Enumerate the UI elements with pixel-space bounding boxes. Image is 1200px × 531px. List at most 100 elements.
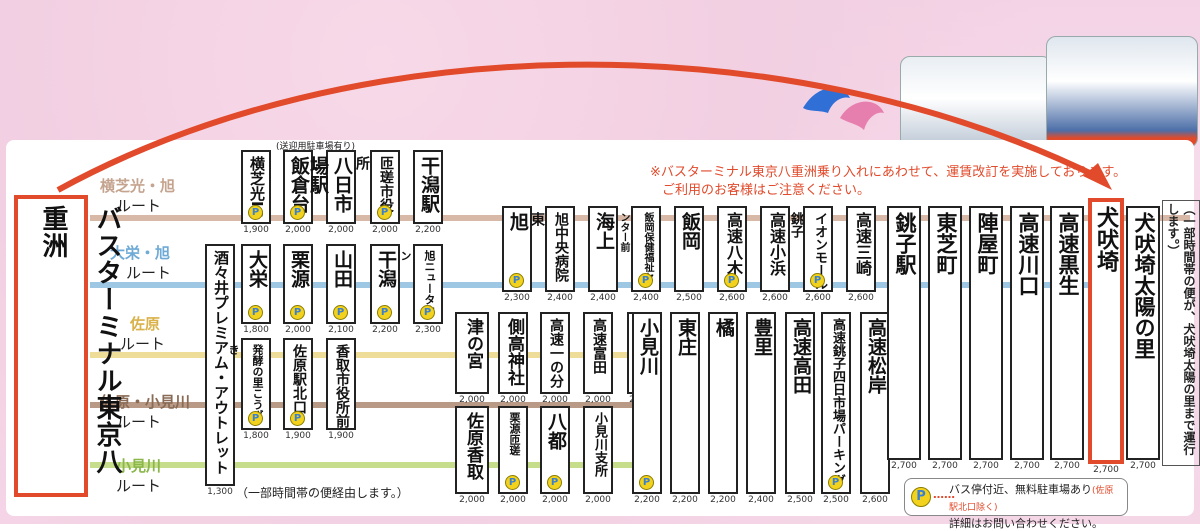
stop-yokaichiba-st[interactable]: 八日市場駅 — [307, 150, 356, 224]
stop-name: 飯倉台 — [288, 156, 310, 213]
stop-iioka[interactable]: 飯岡 — [674, 206, 704, 292]
stop-name: 八日市場駅 — [307, 156, 353, 213]
stop-higashisho[interactable]: 東庄 — [670, 312, 700, 494]
stop-kosoku-tomita[interactable]: 高速富田 — [583, 312, 613, 394]
stop-kosoku-misaki[interactable]: 高速三崎 — [846, 206, 876, 292]
stop-fare: 2,100 — [328, 325, 354, 335]
stop-fare: 2,000 — [585, 495, 611, 505]
stop-fare: 2,500 — [823, 495, 849, 505]
stop-name: 香取市役所前 — [334, 344, 350, 428]
partial-route-note: （一部時間帯の便経由します。） — [236, 486, 409, 500]
route-line-sawara — [90, 352, 650, 358]
stop-fare: 2,300 — [415, 325, 441, 335]
stop-name: 横芝光IC — [248, 156, 266, 218]
stop-inubosaki[interactable]: 犬吠埼 — [1088, 198, 1124, 464]
stop-fare: 2,700 — [932, 461, 958, 471]
stop-fare: 2,600 — [719, 293, 745, 303]
stop-omigawa[interactable]: 小見川 P — [632, 312, 662, 494]
stop-fare: 2,700 — [891, 461, 917, 471]
stop-kosoku-kurohae[interactable]: 高速黒生 — [1050, 206, 1084, 460]
stop-inubosaki-taiyo[interactable]: 犬吠埼太陽の里 — [1126, 206, 1160, 460]
stop-name: 陣屋町 — [975, 212, 999, 275]
stop-fare: 2,500 — [787, 495, 813, 505]
stop-tsunomiya[interactable]: 津の宮 — [455, 312, 489, 394]
stop-sokoukou[interactable]: 側高神社 — [498, 312, 528, 394]
stop-fare: 2,600 — [862, 495, 888, 505]
stop-name: 高速八木 — [724, 212, 743, 276]
stop-higata-st[interactable]: 干潟駅 — [413, 150, 443, 224]
parking-icon: P — [290, 205, 305, 220]
stop-name: 旭中央病院東 — [529, 212, 569, 282]
stop-fare: 2,000 — [500, 395, 526, 405]
parking-icon: P — [639, 475, 654, 490]
stop-fare: 2,000 — [285, 225, 311, 235]
stop-fare: 2,600 — [762, 293, 788, 303]
terminal-box[interactable]: バスターミナル東京八重洲 — [14, 195, 122, 497]
stop-name: 側高神社 — [504, 318, 524, 386]
stop-name: イオンモール銚子 — [788, 212, 827, 290]
stop-asahi-chuo[interactable]: 旭中央病院東 — [529, 206, 575, 292]
parking-icon: P — [290, 305, 305, 320]
stop-name: 干潟駅 — [418, 156, 440, 213]
stop-jinya-cho[interactable]: 陣屋町 — [969, 206, 1003, 460]
stop-kosoku-ichinobun[interactable]: 高速一の分 — [540, 312, 570, 394]
stop-fare: 1,800 — [243, 325, 269, 335]
stop-fare: 1,900 — [328, 431, 354, 441]
parking-icon: P — [724, 273, 739, 288]
stop-fare: 2,000 — [542, 495, 568, 505]
stop-katori-shiyakusho[interactable]: 香取市役所前 — [326, 338, 356, 430]
stop-fare: 2,000 — [500, 495, 526, 505]
stop-kosoku-kohama[interactable]: 高速小浜 — [760, 206, 790, 292]
stop-kurimoto[interactable]: 栗源 P — [283, 244, 313, 324]
stop-kosoku-takada[interactable]: 高速高田 — [785, 312, 815, 494]
route-label-sawara-omigawa: 佐原・小見川ルート — [100, 393, 191, 431]
route-line-sawara-omigawa — [90, 402, 650, 408]
stop-name: 高速銚子四日市場パーキング — [830, 318, 845, 487]
stop-name: 小見川 — [637, 318, 659, 375]
parking-icon: P — [420, 305, 435, 320]
stop-fare: 2,000 — [459, 495, 485, 505]
stop-toyosato[interactable]: 豊里 — [746, 312, 776, 494]
stop-kosoku-kawaguchi[interactable]: 高速川口 — [1010, 206, 1044, 460]
stop-fare: 1,900 — [243, 225, 269, 235]
stop-name: 干潟 — [375, 250, 397, 288]
stop-omigawa-shisho[interactable]: 小見川支所 — [583, 406, 613, 494]
parking-icon: P — [810, 273, 825, 288]
stop-kaijo[interactable]: 海上 — [588, 206, 618, 292]
stop-higashi-cho[interactable]: 東芝町 — [928, 206, 962, 460]
stop-sawara-sasaki[interactable]: 佐原香取 — [455, 406, 489, 494]
stop-fare: 2,700 — [1014, 461, 1040, 471]
parking-icon: P — [290, 411, 305, 426]
parking-icon: P — [377, 205, 392, 220]
stop-tachibana[interactable]: 橘 — [708, 312, 738, 494]
stop-name: 大栄 — [246, 250, 268, 288]
stop-name: 栗源 — [288, 250, 310, 288]
stop-fare: 2,200 — [710, 495, 736, 505]
fare-notice-line-2: ご利用のお客様はご注意ください。 — [662, 183, 871, 198]
stop-sakai-outlet[interactable]: 酒々井プレミアム・アウトレット — [205, 244, 235, 486]
stop-name: 小見川支所 — [592, 412, 607, 477]
stop-name: 高速富田 — [591, 318, 607, 374]
legend-line-1: バス停付近、無料駐車場あり — [949, 483, 1092, 496]
legend-exclusion: (佐原駅北口除く) — [949, 486, 1114, 513]
stop-name: 飯岡保健福祉センター前 — [618, 212, 653, 282]
stop-choshi-st[interactable]: 銚子駅 — [887, 206, 921, 460]
stop-name: 佐原香取 — [463, 412, 483, 480]
